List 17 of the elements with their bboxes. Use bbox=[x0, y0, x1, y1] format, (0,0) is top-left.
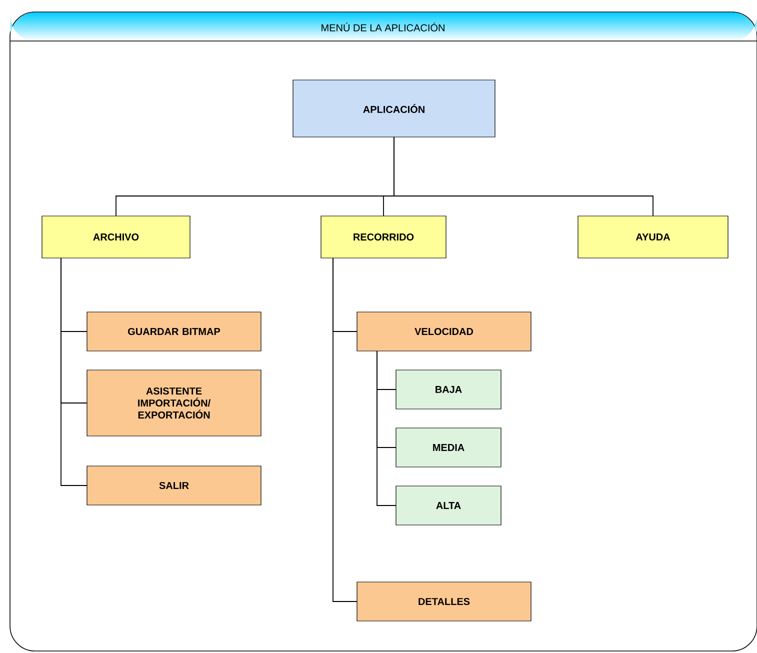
menu-box: BAJA bbox=[396, 370, 502, 410]
menu-box: ASISTENTE IMPORTACIÓN/ EXPORTACIÓN bbox=[86, 370, 262, 436]
header-band: MENÚ DE LA APLICACIÓN bbox=[10, 22, 757, 42]
menu-box: APLICACIÓN bbox=[292, 80, 496, 138]
menu-box: ALTA bbox=[396, 486, 502, 526]
connector-line bbox=[394, 136, 654, 216]
menu-box: DETALLES bbox=[356, 582, 532, 622]
menu-box: SALIR bbox=[86, 466, 262, 506]
menu-box: ARCHIVO bbox=[42, 216, 190, 258]
menu-box: MEDIA bbox=[396, 428, 502, 468]
menu-box: AYUDA bbox=[578, 216, 728, 258]
menu-box: GUARDAR BITMAP bbox=[86, 312, 262, 352]
menu-box: VELOCIDAD bbox=[356, 312, 532, 352]
connector-line bbox=[332, 258, 358, 602]
connector-line bbox=[60, 258, 88, 486]
menu-box: RECORRIDO bbox=[320, 216, 446, 258]
connector-line bbox=[376, 350, 396, 506]
